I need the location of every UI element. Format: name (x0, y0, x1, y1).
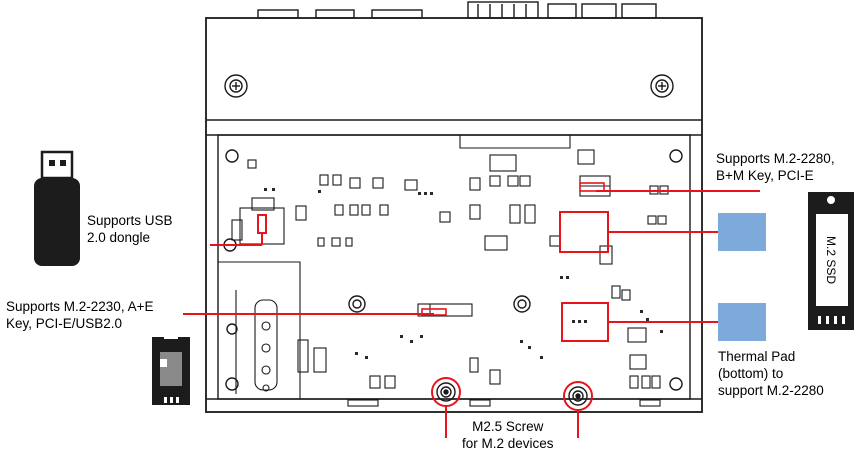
label-m2-2280: Supports M.2-2280, B+M Key, PCI-E (716, 150, 835, 184)
label-ssd: M.2 SSD (824, 235, 838, 284)
callout-box-usb (257, 214, 267, 234)
thermal-pad-icon (718, 303, 766, 341)
callout-box-m2-2280-slot (579, 182, 605, 192)
label-screw-line1: M2.5 Screw (472, 419, 544, 434)
usb-dongle-icon (34, 150, 80, 266)
thermal-pad-icon (718, 213, 766, 251)
screw-icon (224, 74, 248, 98)
m2-ssd-icon (808, 192, 854, 330)
screw-icon (436, 382, 456, 402)
label-m2-2280-line1: Supports M.2-2280, (716, 151, 835, 166)
screw-icon (650, 74, 674, 98)
label-usb: Supports USB 2.0 dongle (87, 212, 173, 246)
m2-2230-card-icon (152, 333, 190, 405)
label-thermal-line3: support M.2-2280 (718, 383, 824, 398)
label-usb-line1: Supports USB (87, 213, 173, 228)
label-screw-line2: for M.2 devices (462, 436, 554, 451)
io-connectors (257, 1, 657, 19)
chassis-outline (205, 17, 703, 413)
board-mounting-holes (223, 149, 683, 391)
screw-icon (568, 386, 588, 406)
label-screw: M2.5 Screw for M.2 devices (462, 418, 554, 452)
label-m2-2230-line1: Supports M.2-2230, A+E (6, 299, 154, 314)
label-thermal-line2: (bottom) to (718, 366, 784, 381)
label-m2-2230-line2: Key, PCI-E/USB2.0 (6, 316, 123, 331)
board-components (218, 135, 669, 407)
label-thermal-line1: Thermal Pad (718, 349, 796, 364)
board-ic-dots (264, 188, 663, 359)
label-m2-2280-line2: B+M Key, PCI-E (716, 168, 814, 183)
label-m2-2230: Supports M.2-2230, A+E Key, PCI-E/USB2.0 (6, 298, 153, 332)
label-usb-line2: 2.0 dongle (87, 230, 151, 245)
callout-lines (183, 182, 760, 438)
label-thermal-pad: Thermal Pad (bottom) to support M.2-2280 (718, 348, 824, 399)
